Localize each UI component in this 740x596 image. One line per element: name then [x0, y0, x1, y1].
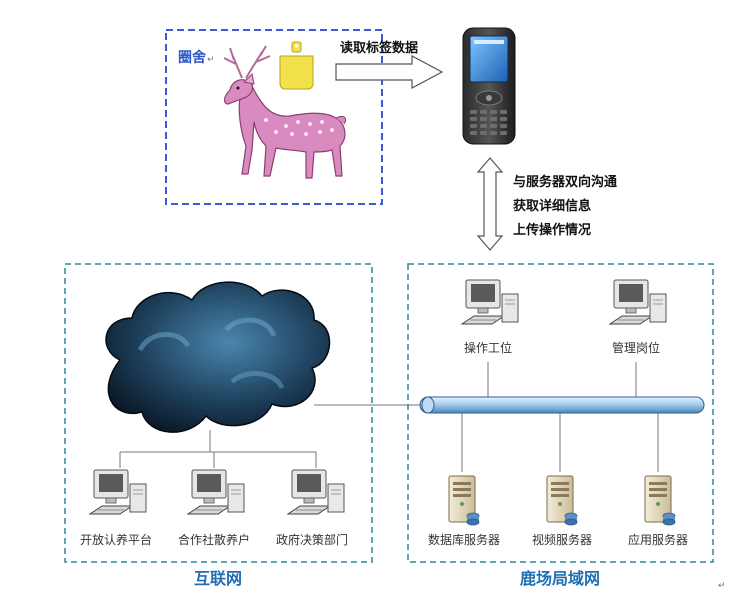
server-icon: [546, 475, 578, 526]
desktop-computer-icon: [89, 469, 147, 515]
lan-bus: [419, 396, 705, 414]
server-comm-line-3: 上传操作情况: [513, 222, 591, 238]
ear-tag-icon: [279, 41, 314, 90]
deer-icon: [223, 45, 347, 179]
corner-mark: ↵: [718, 581, 726, 591]
internet-client-3: 政府决策部门: [276, 469, 348, 547]
internet-client-2: 合作社散养户: [178, 469, 250, 547]
workstation-label: 操作工位: [464, 340, 512, 355]
server-comm-line-2: 获取详细信息: [513, 198, 591, 214]
read-tag-arrow: [335, 55, 444, 89]
lan-workstation-1: 操作工位: [461, 279, 519, 355]
desktop-computer-icon: [287, 469, 345, 515]
read-tag-label: 读取标签数据: [340, 40, 418, 56]
server-comm-line-1: 与服务器双向沟通: [513, 174, 617, 190]
lan-workstation-2: 管理岗位: [609, 279, 667, 355]
handheld-reader-icon: [462, 27, 516, 145]
lan-title: 鹿场局域网: [520, 569, 600, 588]
server-label: 数据库服务器: [428, 532, 500, 547]
lan-server-3: 应用服务器: [628, 475, 688, 547]
server-label: 视频服务器: [532, 532, 592, 547]
internet-connections: [119, 430, 317, 468]
internet-boundary: [64, 263, 373, 563]
desktop-computer-icon: [187, 469, 245, 515]
server-icon: [448, 475, 480, 526]
server-icon: [644, 475, 676, 526]
lan-server-2: 视频服务器: [532, 475, 592, 547]
internet-cloud-icon: [105, 281, 331, 433]
desktop-computer-icon: [461, 279, 519, 325]
server-comm-arrow: [476, 157, 504, 251]
desktop-computer-icon: [609, 279, 667, 325]
client-label: 合作社散养户: [178, 532, 250, 547]
pen-mark: ↵: [207, 55, 215, 65]
client-label: 政府决策部门: [276, 532, 348, 547]
workstation-label: 管理岗位: [612, 340, 660, 355]
server-label: 应用服务器: [628, 532, 688, 547]
lan-server-1: 数据库服务器: [428, 475, 500, 547]
pen-label: 圈舍: [178, 49, 207, 66]
pen-boundary: [165, 29, 383, 205]
client-label: 开放认养平台: [80, 532, 152, 547]
internet-client-1: 开放认养平台: [80, 469, 152, 547]
lan-boundary: [407, 263, 714, 563]
lan-connections: [461, 362, 659, 472]
internet-title: 互联网: [194, 569, 242, 588]
